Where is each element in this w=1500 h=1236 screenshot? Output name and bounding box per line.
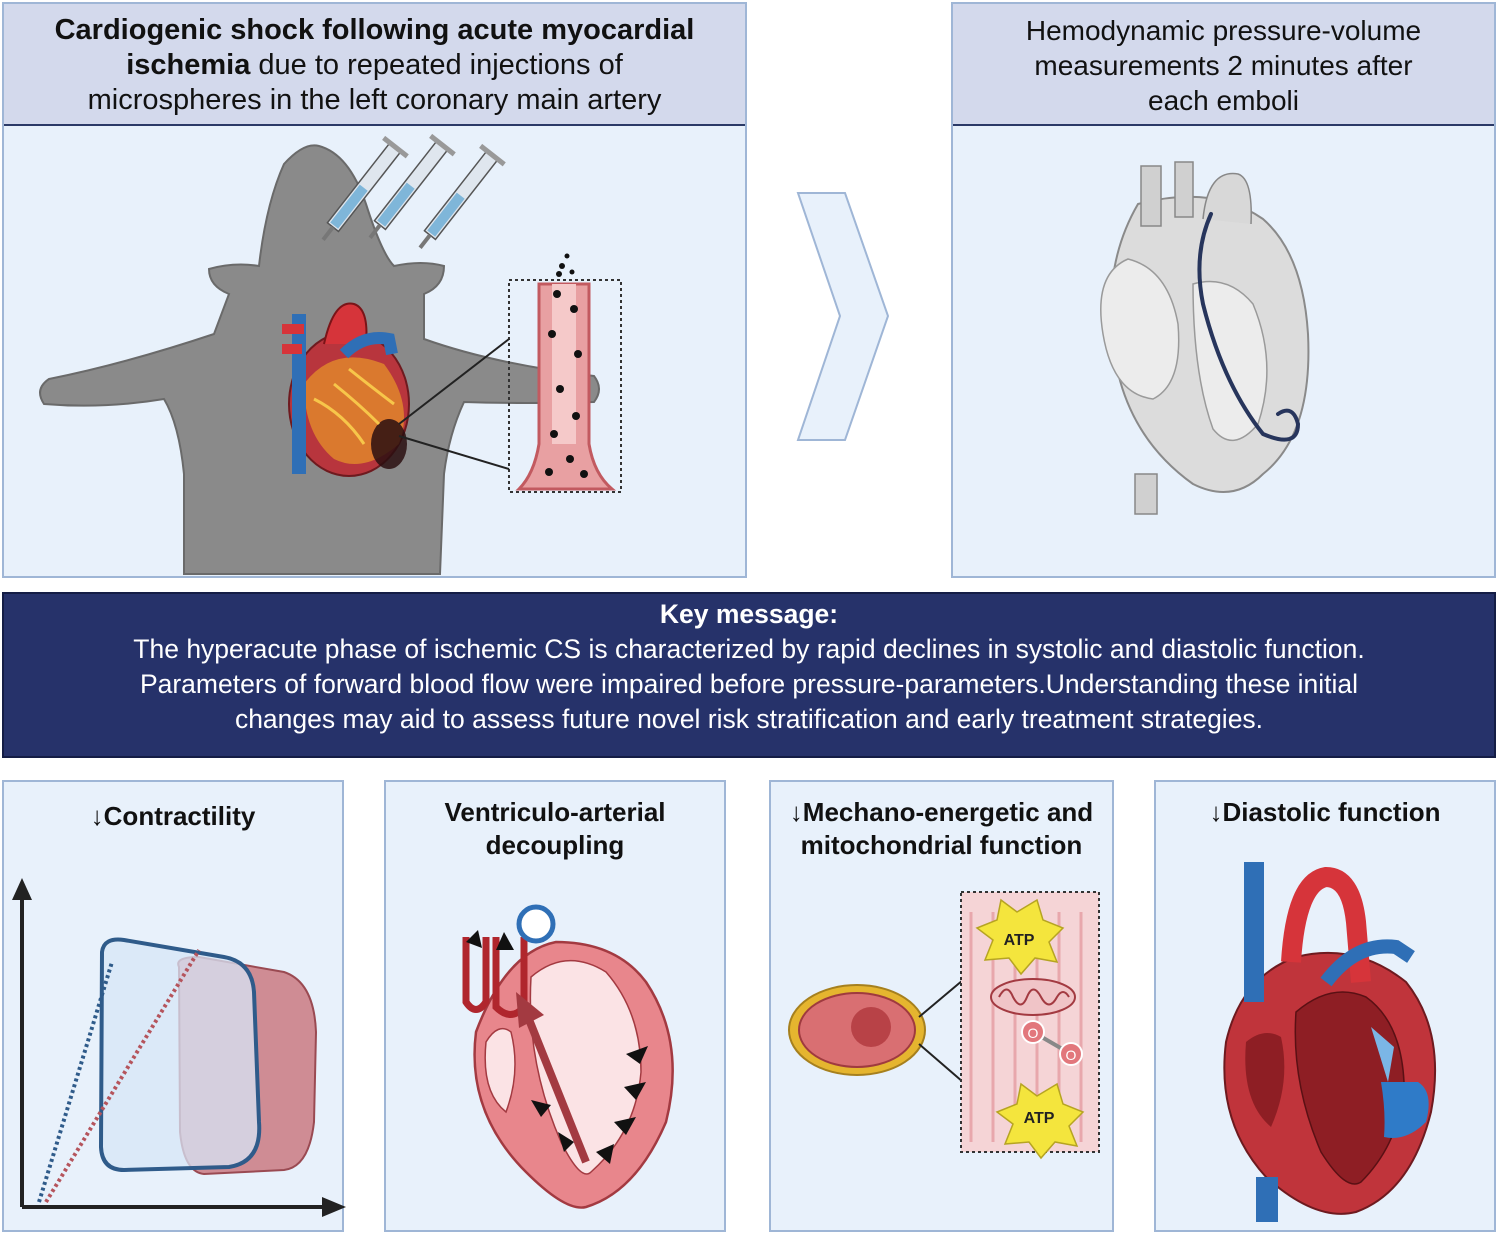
atp-star-top xyxy=(975,898,1065,976)
oxygen-label-1: O xyxy=(1028,1025,1039,1041)
mechano-energetic-panel: ↓Mechano-energetic and mitochondrial fun… xyxy=(769,780,1114,1232)
pv-catheter xyxy=(1197,212,1301,442)
key-message-title: Key message: xyxy=(659,599,839,629)
header-line-3: microspheres in the left coronary main a… xyxy=(87,84,662,116)
contractility-panel: ↓Contractility xyxy=(2,780,346,1232)
hm-header-line-3: each emboli xyxy=(1148,85,1299,116)
atp-label-top: ATP xyxy=(1004,932,1035,949)
va-title-line-2: decoupling xyxy=(485,830,625,860)
atp-star-bottom xyxy=(995,1082,1085,1160)
mitochondrion xyxy=(990,978,1076,1016)
diastolic-panel: ↓Diastolic function xyxy=(1154,780,1496,1232)
oxygen-atom-1 xyxy=(1021,1020,1045,1044)
chevron-arrow-icon xyxy=(796,192,890,441)
mech-title-line-1: ↓Mechano-energetic and xyxy=(789,797,1094,827)
ischemia-panel-header: Cardiogenic shock following acute myocar… xyxy=(4,4,745,126)
va-decoupling-panel: Ventriculo-arterial decoupling xyxy=(384,780,726,1232)
hm-header-line-2: measurements 2 minutes after xyxy=(1034,50,1413,81)
key-message-line-2: Parameters of forward blood flow were im… xyxy=(139,669,1359,699)
hemodynamic-panel-header: Hemodynamic pressure-volume measurements… xyxy=(953,4,1494,126)
heart-catheter-illustration xyxy=(1100,161,1310,515)
header-bold-2: ischemia xyxy=(126,49,251,81)
oxygen-label-2: O xyxy=(1066,1047,1077,1063)
artery-zoom-box xyxy=(508,279,622,493)
lv-filling-jet xyxy=(1381,1082,1429,1138)
diastolic-title: ↓Diastolic function xyxy=(1209,797,1441,827)
contractility-title: ↓Contractility xyxy=(90,801,256,831)
va-title-line-1: Ventriculo-arterial xyxy=(444,797,666,827)
key-message-box: Key message: The hyperacute phase of isc… xyxy=(2,592,1496,758)
header-rest-2: due to repeated injections of xyxy=(250,49,623,81)
myocyte-illustration: ATP ATP O O xyxy=(788,891,1100,1160)
syringe-3 xyxy=(418,143,506,249)
pig-heart-illustration xyxy=(39,133,622,575)
mech-title-line-2: mitochondrial function xyxy=(800,830,1083,860)
hm-header-line-1: Hemodynamic pressure-volume xyxy=(1025,15,1422,46)
diastolic-heart-illustration xyxy=(1223,862,1437,1222)
header-bold-1: Cardiogenic shock following acute myocar… xyxy=(54,14,695,46)
pv-loop-baseline xyxy=(98,937,262,1173)
syringe-1 xyxy=(321,135,409,241)
hemodynamic-panel: Hemodynamic pressure-volume measurements… xyxy=(951,2,1496,578)
espvr-ischemic xyxy=(44,948,201,1204)
ischemia-panel: Cardiogenic shock following acute myocar… xyxy=(2,2,747,578)
ventricle-illustration xyxy=(462,904,674,1209)
pv-loop-illustration xyxy=(12,878,346,1217)
atp-label-bottom: ATP xyxy=(1024,1110,1055,1127)
key-message-line-3: changes may aid to assess future novel r… xyxy=(234,704,1264,734)
syringe-2 xyxy=(368,133,456,239)
oxygen-atom-2 xyxy=(1059,1042,1083,1066)
key-message-line-1: The hyperacute phase of ischemic CS is c… xyxy=(133,634,1365,664)
